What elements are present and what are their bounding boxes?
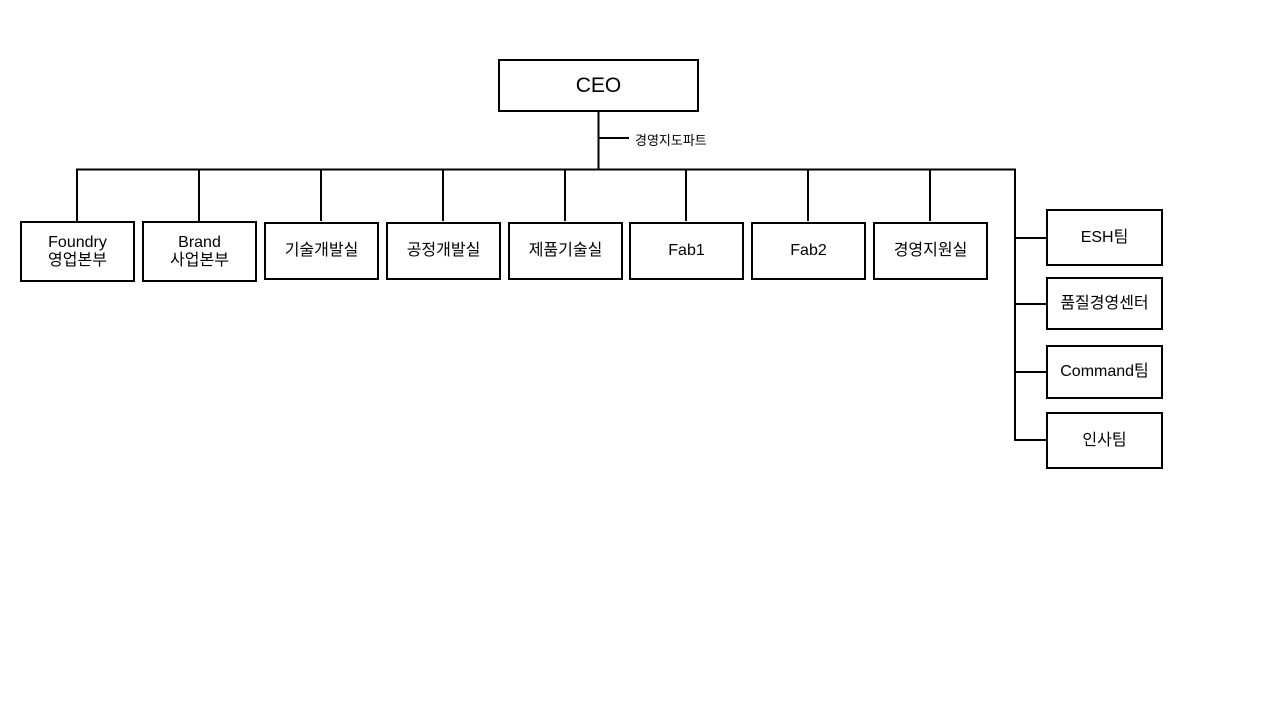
node-ceo[interactable]: CEO [498,59,699,112]
node-division-label: Brand 사업본부 [170,233,229,269]
node-division-label: 기술개발실 [284,242,359,260]
node-team-command[interactable]: Command팀 [1046,345,1163,399]
node-division-management-support[interactable]: 경영지원실 [873,222,988,280]
node-team-label: 품질경영센터 [1060,294,1149,312]
node-team-esh[interactable]: ESH팀 [1046,209,1163,266]
node-team-label: ESH팀 [1080,228,1129,246]
node-division-brand-business[interactable]: Brand 사업본부 [142,221,257,282]
node-division-label: Fab1 [668,242,705,260]
node-division-tech-development[interactable]: 기술개발실 [264,222,379,280]
node-division-foundry-sales[interactable]: Foundry 영업본부 [20,221,135,282]
node-team-hr[interactable]: 인사팀 [1046,412,1163,469]
staff-label-경영지도파트: 경영지도파트 [635,133,707,148]
node-division-fab1[interactable]: Fab1 [629,222,744,280]
node-team-label: 인사팀 [1082,431,1127,449]
node-division-product-engineering[interactable]: 제품기술실 [508,222,623,280]
node-team-quality-management-center[interactable]: 품질경영센터 [1046,277,1163,330]
node-division-label: 제품기술실 [528,242,603,260]
node-division-label: Fab2 [790,242,827,260]
node-ceo-label: CEO [575,73,622,97]
node-division-process-development[interactable]: 공정개발실 [386,222,501,280]
node-division-label: 공정개발실 [406,242,481,260]
node-division-label: 경영지원실 [893,242,968,260]
node-division-label: Foundry 영업본부 [48,233,107,269]
node-division-fab2[interactable]: Fab2 [751,222,866,280]
node-team-label: Command팀 [1060,363,1149,381]
